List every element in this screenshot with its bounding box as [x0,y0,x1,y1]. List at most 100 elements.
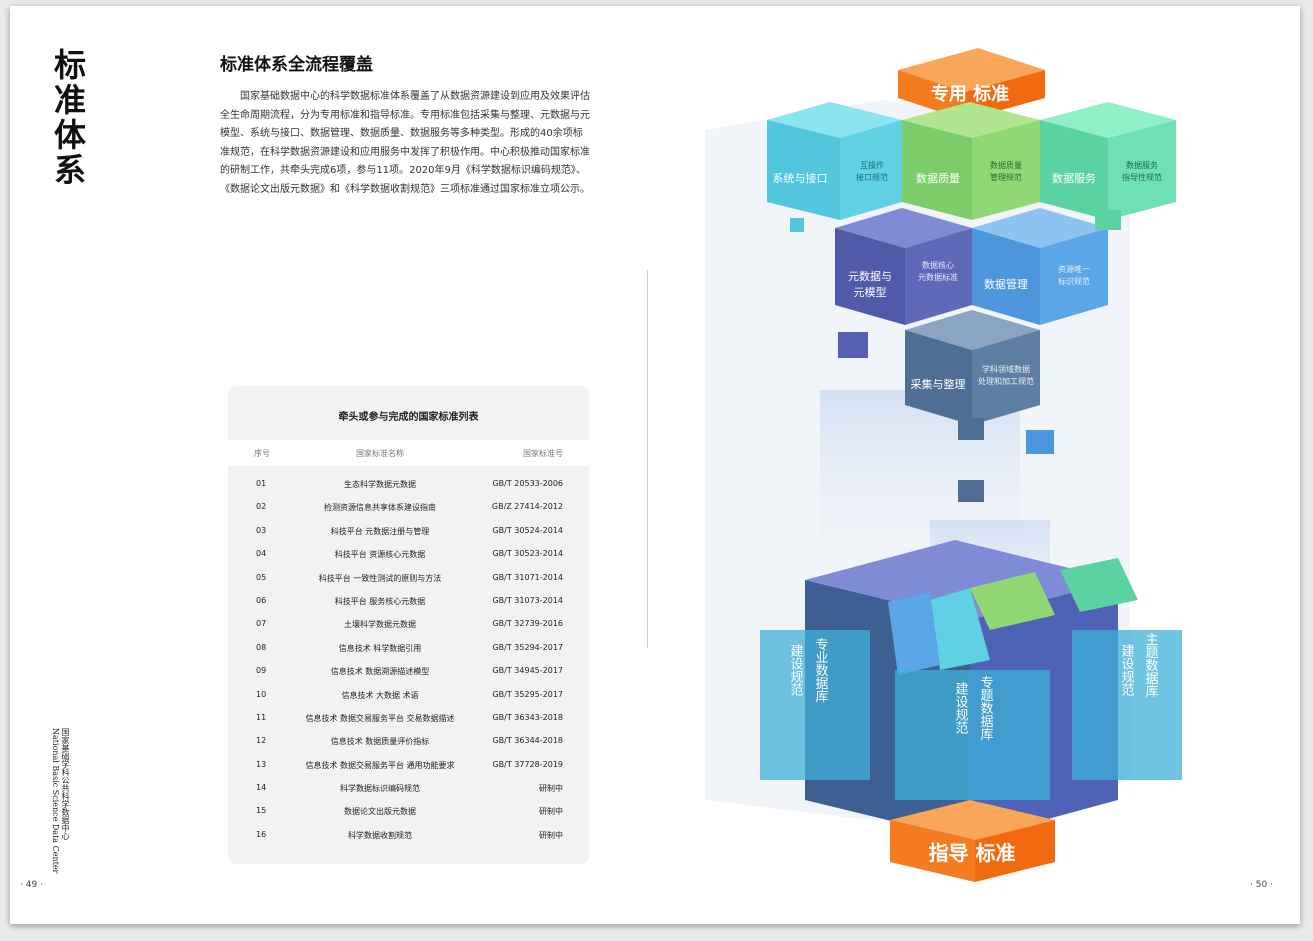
small-cube [790,218,804,232]
vertical-title-char: 准 [53,81,86,119]
row-standard-name: 科学数据收割规范 [348,830,412,840]
row-standard-code: GB/Z 27414-2012 [491,502,563,512]
vertical-title-char: 标 [53,46,86,84]
row-index: 01 [256,479,267,488]
row-standard-name: 科技平台 一致性测试的原则与方法 [318,573,442,583]
row-standard-name: 检测资源信息共享体系建设指南 [324,503,436,513]
panel-left: 建设规范 专业数据库 [760,630,870,780]
row-standard-code: GB/T 31073-2014 [492,595,563,605]
row-standard-code: GB/T 36344-2018 [492,736,563,746]
row-standard-name: 信息技术 大数据 术语 [341,690,419,700]
cube-title: 数据质量 [916,171,960,185]
row-standard-name: 信息技术 数据交易服务平台 交易数据描述 [305,713,455,723]
cube-title: 数据服务 [1052,171,1096,185]
row-index: 16 [256,829,267,839]
row-index: 13 [256,759,267,769]
cube-metadata: 元数据与 元模型 数据核心 元数据标准 [835,208,972,325]
vertical-title-char: 系 [53,151,86,189]
small-cube [958,418,984,440]
table-row: 10 信息技术 大数据 术语 GB/T 35295-2017 [228,683,589,706]
panel-text: 主题数据库 [1143,633,1159,699]
row-standard-code: 研制中 [539,807,563,817]
bottom-label-block: 指导 标准 [890,800,1055,882]
org-name: 国家基础学科公共科学数据中心 National Basic Science Da… [50,728,70,873]
row-index: 07 [256,619,267,629]
row-standard-code: GB/T 36343-2018 [492,712,563,722]
bottom-label: 指导 标准 [929,841,1016,865]
cube-title: 采集与整理 [911,377,966,391]
row-index: 15 [256,806,267,816]
cube-side-text: 数据服务 [1126,160,1158,170]
row-standard-code: GB/T 35294-2017 [492,642,563,652]
row-index: 02 [256,502,267,512]
section-title: 标准体系全流程覆盖 [220,55,373,75]
row-standard-name: 科学数据标识编码规范 [340,784,420,794]
cube-collection: 采集与整理 学科领域数据 处理和加工规范 [905,310,1040,425]
cube-side-text: 指导性规范 [1122,172,1162,182]
row-standard-code: GB/T 34945-2017 [492,666,563,676]
cube-title: 元模型 [854,285,887,299]
row-index: 09 [256,666,267,676]
row-index: 11 [256,712,267,722]
table-row: 02 检测资源信息共享体系建设指南 GB/Z 27414-2012 [228,495,589,518]
panel-text: 专题数据库 [978,676,994,742]
cube-title: 元数据与 [848,269,892,283]
cube-data-service: 数据服务 数据服务 指导性规范 [1040,102,1176,220]
table-row: 11 信息技术 数据交易服务平台 交易数据描述 GB/T 36343-2018 [228,706,589,729]
row-standard-name: 信息技术 数据质量评价指标 [330,737,430,747]
row-standard-code: GB/T 32739-2016 [492,619,563,629]
table-title: 牵头或参与完成的国家标准列表 [338,412,479,423]
vertical-title-char: 体 [53,116,86,154]
cube-system-interface: 系统与接口 互操作 接口规范 [767,102,902,220]
table-row: 12 信息技术 数据质量评价指标 GB/T 36344-2018 [228,729,589,752]
intro-paragraph: 国家基础数据中心的科学数据标准体系覆盖了从数据资源建设到应用及效果评估全生命周期… [220,91,590,195]
row-standard-code: GB/T 35295-2017 [492,689,563,699]
cube-side-text: 数据质量 [990,160,1022,170]
row-index: 12 [256,736,267,746]
panel-text: 建设规范 [788,644,804,697]
row-standard-code: GB/T 30524-2014 [492,525,563,535]
org-name-en: National Basic Science Data Center [51,728,60,874]
row-standard-name: 信息技术 科学数据引用 [338,643,422,653]
row-index: 08 [256,642,267,652]
org-name-cn: 国家基础学科公共科学数据中心 [61,728,70,840]
row-standard-code: GB/T 20533-2006 [492,479,563,488]
cube-side-text: 处理和加工规范 [978,376,1034,386]
row-standard-code: GB/T 30523-2014 [492,549,563,559]
row-index: 04 [256,549,267,559]
page-number-left: · 49 · [20,880,43,890]
small-cube [1026,430,1054,454]
row-index: 03 [256,525,267,535]
cube-side-text: 资源唯一 [1058,264,1090,274]
row-standard-name: 科技平台 服务核心元数据 [334,596,426,606]
cube-side-text: 标识规范 [1058,276,1090,286]
vertical-title: 标 准 体 系 [45,48,95,188]
cube-data-management: 数据管理 资源唯一 标识规范 [972,208,1108,325]
row-index: 10 [256,689,267,699]
page-number-right: · 50 · [1250,880,1273,890]
cube-side-text: 管理规范 [990,172,1022,182]
header-name: 国家标准名称 [356,449,404,458]
cube-side-text: 数据核心 [922,260,954,270]
cube-side-text: 学科领域数据 [982,364,1030,374]
table-header: 序号 国家标准名称 国家标准号 [228,440,589,466]
panel-right: 建设规范 主题数据库 [1072,630,1182,780]
cube-data-quality: 数据质量 数据质量 管理规范 [902,102,1040,220]
row-standard-name: 信息技术 数据交易服务平台 通用功能要求 [305,760,455,770]
cube-title: 数据管理 [984,277,1028,291]
standards-cube-diagram: 专用 标准 系统与接口 互操作 接口规范 数据质量 数据质量 管理规范 数据服务… [705,48,1182,882]
small-cube [838,332,868,358]
row-standard-name: 信息技术 数据溯源描述模型 [330,667,430,677]
